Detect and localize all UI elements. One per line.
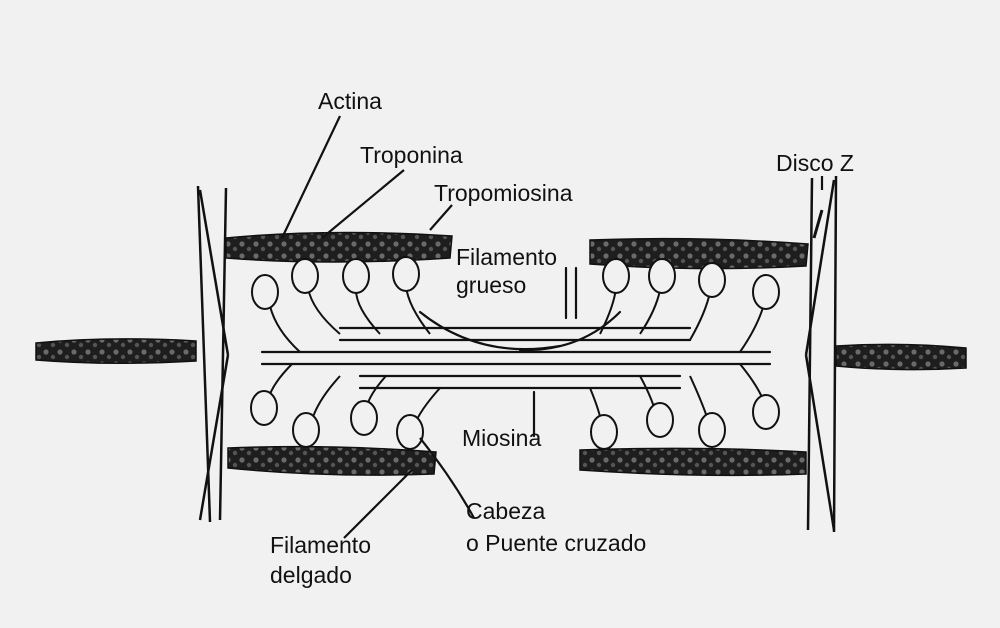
z-disc-right: [804, 175, 838, 533]
leader-troponina: [321, 169, 405, 239]
thin-filament-right-outside: [835, 343, 967, 371]
label-filamento-delgado-line1: Filamento: [270, 532, 371, 558]
myosin-head: [739, 363, 780, 430]
myosin-head: [251, 274, 301, 353]
myosin-head: [350, 375, 387, 436]
myosin-head: [250, 363, 293, 426]
myosin-head: [291, 258, 341, 335]
label-disco-z: Disco Z: [776, 150, 854, 176]
label-cabeza-line2: o Puente cruzado: [466, 530, 647, 556]
label-troponina: Troponina: [360, 142, 463, 168]
label-filamento-grueso-line1: Filamento: [456, 244, 557, 270]
thin-filament-bottom-left: [227, 445, 437, 476]
thin-filament-top-left: [225, 231, 453, 263]
myosin-head: [689, 375, 726, 448]
thin-filaments: [35, 231, 967, 477]
myosin-head: [392, 256, 431, 335]
myosin-head: [639, 258, 676, 335]
myosin-head: [292, 375, 341, 448]
leader-actina: [281, 115, 341, 239]
z-disc-left: [196, 185, 230, 523]
myosin-head: [639, 375, 674, 438]
thin-filament-left-outside: [35, 338, 197, 365]
thick-filament: [260, 266, 772, 438]
label-actina: Actina: [318, 88, 382, 114]
leader-tropomiosina: [429, 204, 453, 231]
leader-lines: [281, 115, 824, 539]
myosin-head: [739, 274, 780, 353]
thin-filament-top-right: [589, 237, 809, 270]
label-filamento-grueso-line2: grueso: [456, 272, 527, 298]
label-miosina: Miosina: [462, 425, 542, 451]
myosin-head: [689, 262, 726, 341]
myosin-head: [589, 387, 618, 450]
myosin-head: [599, 258, 630, 335]
myosin-head: [396, 387, 441, 450]
myosin-head: [342, 258, 381, 335]
label-tropomiosina: Tropomiosina: [434, 180, 573, 206]
label-cabeza-line1: Cabeza: [466, 498, 546, 524]
leader-filamento-delgado: [343, 469, 413, 539]
thin-filament-bottom-right: [579, 447, 807, 477]
myosin-heads: [250, 256, 780, 450]
leader-cabeza: [419, 437, 475, 519]
label-filamento-delgado-line2: delgado: [270, 562, 352, 588]
